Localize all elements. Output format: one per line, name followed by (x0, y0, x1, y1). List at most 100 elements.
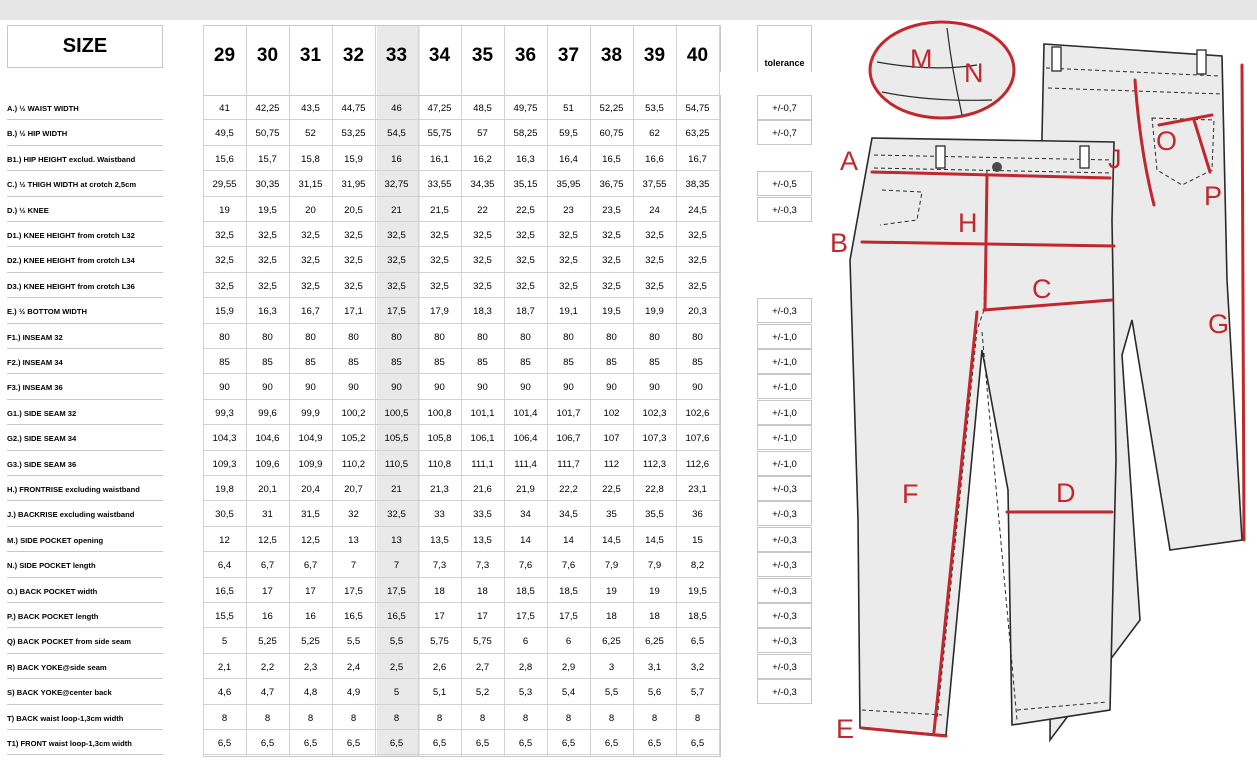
tolerance-box (757, 399, 812, 425)
table-cell: 8 (694, 712, 701, 724)
table-cell: 6,4 (217, 560, 232, 572)
table-cell: 32,5 (215, 280, 234, 292)
table-cell: 104,6 (255, 433, 280, 445)
measurement-label: T1) FRONT waist loop-1,3cm width (7, 739, 132, 748)
table-cell: 16 (391, 153, 402, 165)
label-divider (7, 652, 163, 654)
table-cell: 54,75 (685, 103, 710, 114)
table-cell: 34 (520, 509, 531, 521)
table-cell: 7,6 (561, 560, 576, 572)
tolerance-box (757, 476, 812, 501)
table-cell: 30,35 (255, 179, 280, 191)
table-cell: 5,5 (604, 687, 619, 699)
table-cell: 5,7 (690, 687, 705, 699)
table-cell: 4,7 (260, 687, 275, 699)
table-cell: 31,95 (341, 179, 366, 191)
table-cell: 6,5 (217, 738, 232, 749)
row-divider (203, 576, 721, 578)
table-cell: 51 (563, 103, 574, 114)
table-cell: 15,9 (215, 306, 234, 318)
table-cell: 17,5 (516, 611, 535, 622)
measure-line-g (1240, 63, 1246, 542)
table-cell: 20,3 (688, 306, 707, 318)
table-cell: 32,5 (559, 230, 578, 241)
column-divider (203, 25, 204, 757)
row-divider (203, 398, 721, 400)
table-cell: 6,5 (303, 738, 318, 749)
table-cell: 2,4 (346, 661, 361, 673)
table-cell: 57 (477, 128, 488, 140)
column-divider (246, 25, 247, 757)
measurement-label: F1.) INSEAM 32 (7, 332, 63, 342)
table-cell: 109,6 (255, 458, 280, 470)
tolerance-cell: +/-0,3 (772, 509, 797, 521)
label-divider (7, 475, 163, 476)
row-divider (203, 703, 721, 705)
table-cell: 62 (649, 128, 660, 140)
table-cell: 32,5 (215, 230, 234, 241)
column-divider (461, 25, 462, 757)
table-cell: 17 (434, 611, 445, 622)
table-cell: 32,5 (602, 230, 621, 241)
table-cell: 36 (692, 509, 703, 521)
label-divider (7, 144, 163, 146)
table-cell: 8 (350, 712, 357, 724)
measurement-grid (203, 95, 721, 757)
table-cell: 6,5 (475, 738, 490, 749)
tolerance-cell: +/-0,3 (772, 687, 797, 699)
table-cell: 6 (522, 636, 529, 648)
table-cell: 101,7 (556, 407, 581, 419)
table-cell: 14 (520, 534, 531, 546)
measurement-label: P.) BACK POCKET length (7, 612, 99, 621)
label-divider (7, 729, 163, 730)
tolerance-cell: +/-1,0 (772, 458, 797, 470)
table-cell: 8,2 (690, 560, 705, 572)
table-cell: 107,3 (642, 433, 667, 445)
table-cell: 90 (434, 382, 445, 394)
table-cell: 13 (348, 534, 359, 546)
table-cell: 85 (391, 357, 402, 368)
measure-line-o (1157, 113, 1214, 127)
label-divider (7, 703, 163, 705)
measurement-label: B1.) HIP HEIGHT exclud. Waistband (7, 154, 136, 164)
measurement-label: D3.) KNEE HEIGHT from crotch L36 (7, 281, 135, 291)
table-cell: 43,5 (301, 103, 320, 114)
table-cell: 32,5 (430, 255, 449, 267)
table-cell: 53,5 (645, 103, 664, 114)
table-cell: 19,5 (688, 585, 707, 597)
column-divider (676, 25, 677, 757)
table-cell: 23 (563, 204, 574, 216)
table-cell: 19,9 (645, 306, 664, 318)
table-cell: 32,5 (387, 280, 406, 292)
table-cell: 32,5 (645, 280, 664, 292)
table-cell: 109,9 (298, 458, 323, 470)
table-cell: 32,5 (645, 230, 664, 241)
table-cell: 101,4 (513, 407, 538, 419)
table-cell: 32,5 (258, 255, 277, 267)
tolerance-cell: +/-1,0 (772, 382, 797, 394)
label-divider (7, 602, 163, 603)
table-cell: 6,5 (561, 738, 576, 749)
size-column-header: 31 (299, 45, 322, 66)
tolerance-box (757, 577, 812, 603)
table-cell: 106,7 (556, 433, 581, 445)
table-cell: 2,9 (561, 661, 576, 673)
row-divider (203, 322, 721, 324)
tolerance-cell: +/-0,3 (772, 484, 797, 495)
column-divider (504, 25, 505, 757)
measurement-label: D2.) KNEE HEIGHT from crotch L34 (7, 256, 135, 266)
label-o: O (1156, 126, 1177, 156)
table-cell: 80 (649, 331, 660, 343)
highlight-column (377, 25, 420, 757)
table-cell: 6,5 (690, 738, 705, 749)
column-divider (719, 25, 720, 757)
table-cell: 5 (221, 636, 228, 648)
table-cell: 90 (563, 382, 574, 394)
table-cell: 6,5 (690, 636, 705, 648)
row-divider (203, 144, 721, 146)
size-column-header: 35 (471, 45, 494, 66)
row-divider (203, 602, 721, 603)
table-cell: 31 (262, 509, 273, 521)
table-cell: 29,55 (212, 179, 237, 191)
tolerance-cell: +/-0,3 (772, 204, 797, 216)
